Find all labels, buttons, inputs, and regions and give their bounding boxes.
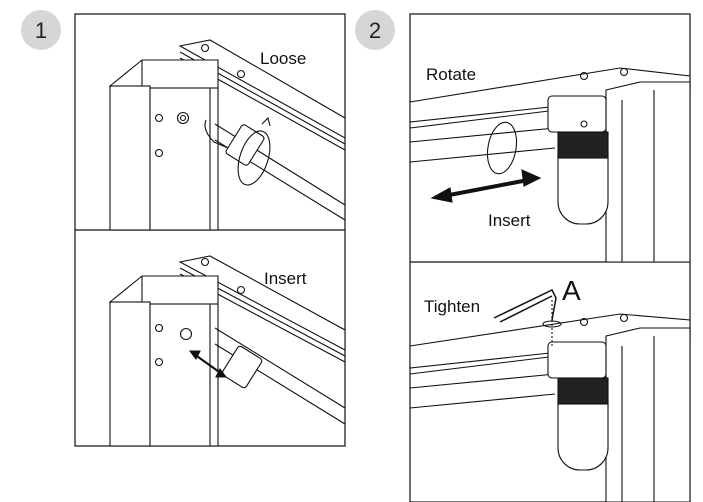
screw-icon	[179, 327, 193, 341]
step-1-insert-label: Insert	[264, 269, 307, 288]
screw-icon	[236, 69, 246, 79]
hex-key-icon	[493, 289, 557, 323]
svg-text:2: 2	[369, 18, 381, 43]
step-2-bottom-illustration	[409, 289, 691, 502]
screw-icon	[619, 67, 629, 77]
screw-icon	[580, 120, 588, 128]
screw-icon	[200, 257, 210, 267]
screw-icon	[176, 111, 190, 125]
step-1-badge: 1	[21, 10, 61, 50]
screw-icon	[154, 323, 164, 333]
screw-icon	[579, 71, 589, 81]
step-1-loose-label: Loose	[260, 49, 306, 68]
step-1-top-illustration	[108, 39, 346, 231]
screw-icon	[579, 317, 589, 327]
step-2-tighten-label: Tighten	[424, 297, 480, 316]
rotate-arrow-icon	[237, 130, 271, 186]
step-2-rotate-label: Rotate	[426, 65, 476, 84]
step-2-top-illustration	[409, 67, 691, 263]
screw-icon	[619, 313, 629, 323]
screw-icon	[154, 148, 164, 158]
double-arrow-icon	[430, 169, 542, 203]
svg-text:1: 1	[35, 18, 47, 43]
double-arrow-icon	[188, 350, 228, 378]
screw-icon	[236, 285, 246, 295]
tool-a-label: A	[562, 275, 581, 306]
step-2-badge: 2	[355, 10, 395, 50]
screw-icon	[200, 43, 210, 53]
step-2-insert-label: Insert	[488, 211, 531, 230]
step-1-bottom-illustration	[108, 255, 346, 447]
screw-icon	[154, 113, 164, 123]
rotate-arrow-icon	[486, 121, 518, 175]
screw-icon	[154, 357, 164, 367]
